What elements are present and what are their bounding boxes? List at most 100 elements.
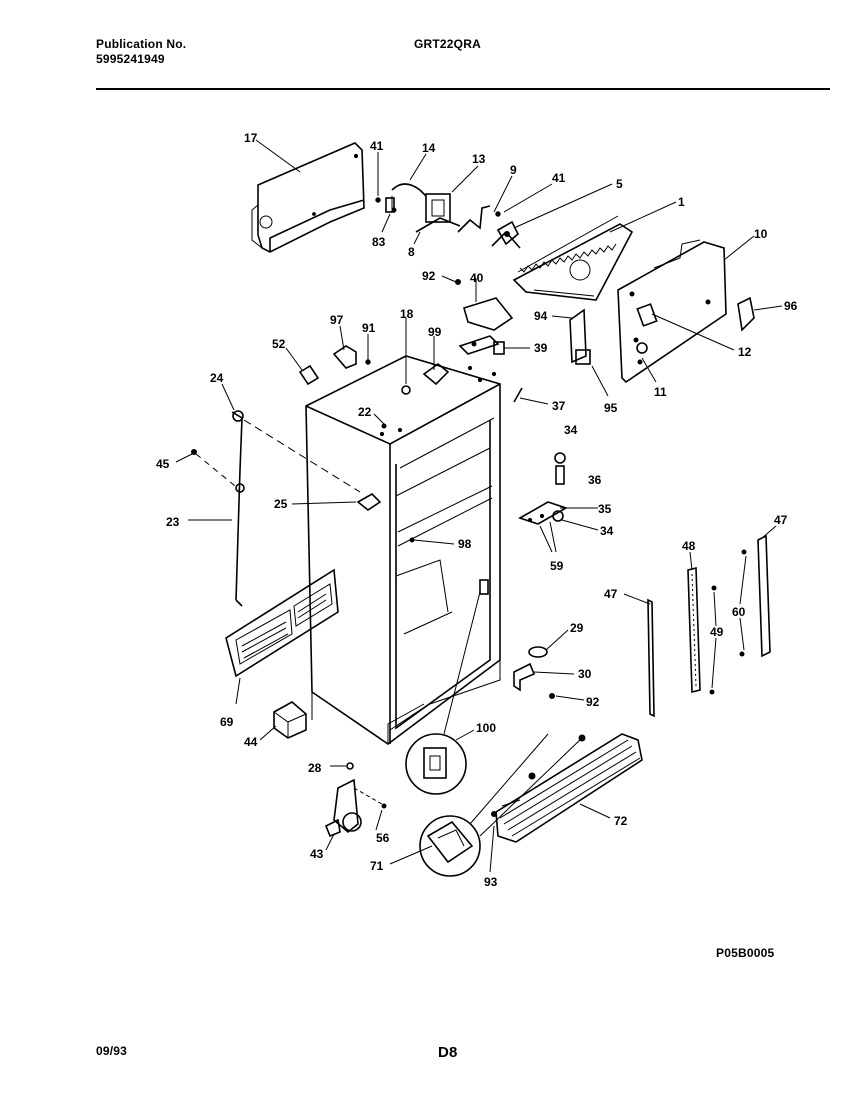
part-29-washer: [528, 646, 548, 658]
assembly-line-45: [195, 453, 241, 491]
label-45: 45: [156, 457, 170, 471]
part-44-relay: [273, 701, 307, 739]
cabinet-liner: [305, 355, 501, 745]
label-35: 35: [598, 502, 612, 516]
label-97: 97: [330, 313, 344, 327]
part-48-trim: [687, 566, 701, 694]
part-23-24-side-rail: [231, 410, 245, 607]
part-40-damper: [463, 278, 514, 331]
label-14: 14: [422, 141, 436, 155]
label-25: 25: [274, 497, 288, 511]
label-44: 44: [244, 735, 258, 749]
label-1: 1: [678, 195, 685, 209]
label-34-b: 34: [600, 524, 614, 538]
label-100: 100: [476, 721, 496, 735]
label-11: 11: [654, 385, 667, 399]
part-56-screw: [381, 803, 387, 809]
part-99-grommet: [422, 362, 450, 386]
part-9-bracket: [457, 205, 491, 233]
part-49-screw-b: [709, 689, 715, 695]
part-96-clip: [737, 296, 755, 332]
label-36: 36: [588, 473, 602, 487]
label-41-b: 41: [552, 171, 566, 185]
part-25-hinge-pin: [356, 493, 382, 511]
label-30: 30: [578, 667, 592, 681]
part-30-bracket: [513, 662, 536, 692]
label-47: 47: [604, 587, 618, 601]
part-59-leaders: [539, 521, 557, 553]
label-92: 92: [422, 269, 436, 283]
publication-label: Publication No.: [96, 37, 187, 51]
label-10: 10: [754, 227, 768, 241]
label-24: 24: [210, 371, 224, 385]
part-18-screw: [401, 385, 411, 395]
part-52-hinge: [298, 364, 320, 386]
label-37: 37: [552, 399, 566, 413]
assembly-line: [243, 419, 361, 493]
label-98: 98: [458, 537, 472, 551]
part-92-screw-b: [549, 693, 555, 699]
part-41-screw-b: [495, 211, 501, 217]
label-95: 95: [604, 401, 618, 415]
label-22: 22: [358, 405, 372, 419]
publication-number: 5995241949: [96, 52, 165, 66]
label-99: 99: [428, 325, 442, 339]
part-98-screw: [409, 537, 415, 543]
leader-lines: [175, 139, 783, 873]
label-47-b: 47: [774, 513, 788, 527]
part-22-screw: [381, 423, 387, 429]
part-69-access-panel: [225, 568, 339, 678]
label-43: 43: [310, 847, 324, 861]
part-47-trim-left: [647, 598, 655, 718]
label-49: 49: [710, 625, 724, 639]
part-13-fan-motor: [415, 193, 461, 233]
label-48: 48: [682, 539, 696, 553]
label-18: 18: [400, 307, 414, 321]
label-29: 29: [570, 621, 584, 635]
label-91: 91: [362, 321, 376, 335]
part-100-detail: [405, 591, 481, 795]
label-92-b: 92: [586, 695, 600, 709]
label-40: 40: [470, 271, 484, 285]
label-94: 94: [534, 309, 548, 323]
label-59: 59: [550, 559, 564, 573]
figure-code: P05B0005: [716, 946, 775, 960]
label-60: 60: [732, 605, 746, 619]
part-43-roller-assembly: [324, 762, 362, 838]
part-39-thermostat: [458, 335, 505, 355]
part-41-screw: [375, 197, 381, 203]
label-28: 28: [308, 761, 322, 775]
part-60-screw-a: [741, 549, 747, 555]
label-13: 13: [472, 152, 486, 166]
part-97-bracket: [332, 345, 357, 369]
label-8: 8: [408, 245, 415, 259]
part-60-screw-b: [739, 651, 745, 657]
part-number-labels: 17 41 14 13 9 41 5 1 83 8 10 92 40 96 94…: [156, 131, 798, 889]
label-69: 69: [220, 715, 234, 729]
part-17-panel: [251, 142, 365, 253]
part-91-screw: [365, 359, 371, 365]
part-100-clip-small: [479, 579, 489, 595]
part-83-screw: [391, 207, 397, 213]
label-96: 96: [784, 299, 798, 313]
model-number: GRT22QRA: [414, 37, 481, 51]
part-71-detail: [419, 733, 583, 877]
part-1-evaporator-cover: [512, 215, 634, 301]
revision-date: 09/93: [96, 1044, 128, 1058]
label-12: 12: [738, 345, 752, 359]
part-92-screw: [455, 279, 461, 285]
part-94-95-bracket: [569, 308, 591, 365]
label-34: 34: [564, 423, 578, 437]
part-45-screw: [191, 449, 197, 455]
label-9: 9: [510, 163, 517, 177]
part-49-screw-a: [711, 585, 717, 591]
header-rule: [96, 88, 830, 90]
part-5-fan-blade: [491, 220, 521, 249]
part-34-bushing: [554, 452, 566, 464]
part-48-texture: [691, 573, 697, 687]
part-37-pin: [513, 387, 523, 403]
label-5: 5: [616, 177, 623, 191]
part-14-wire-harness: [385, 183, 427, 213]
label-72: 72: [614, 814, 628, 828]
